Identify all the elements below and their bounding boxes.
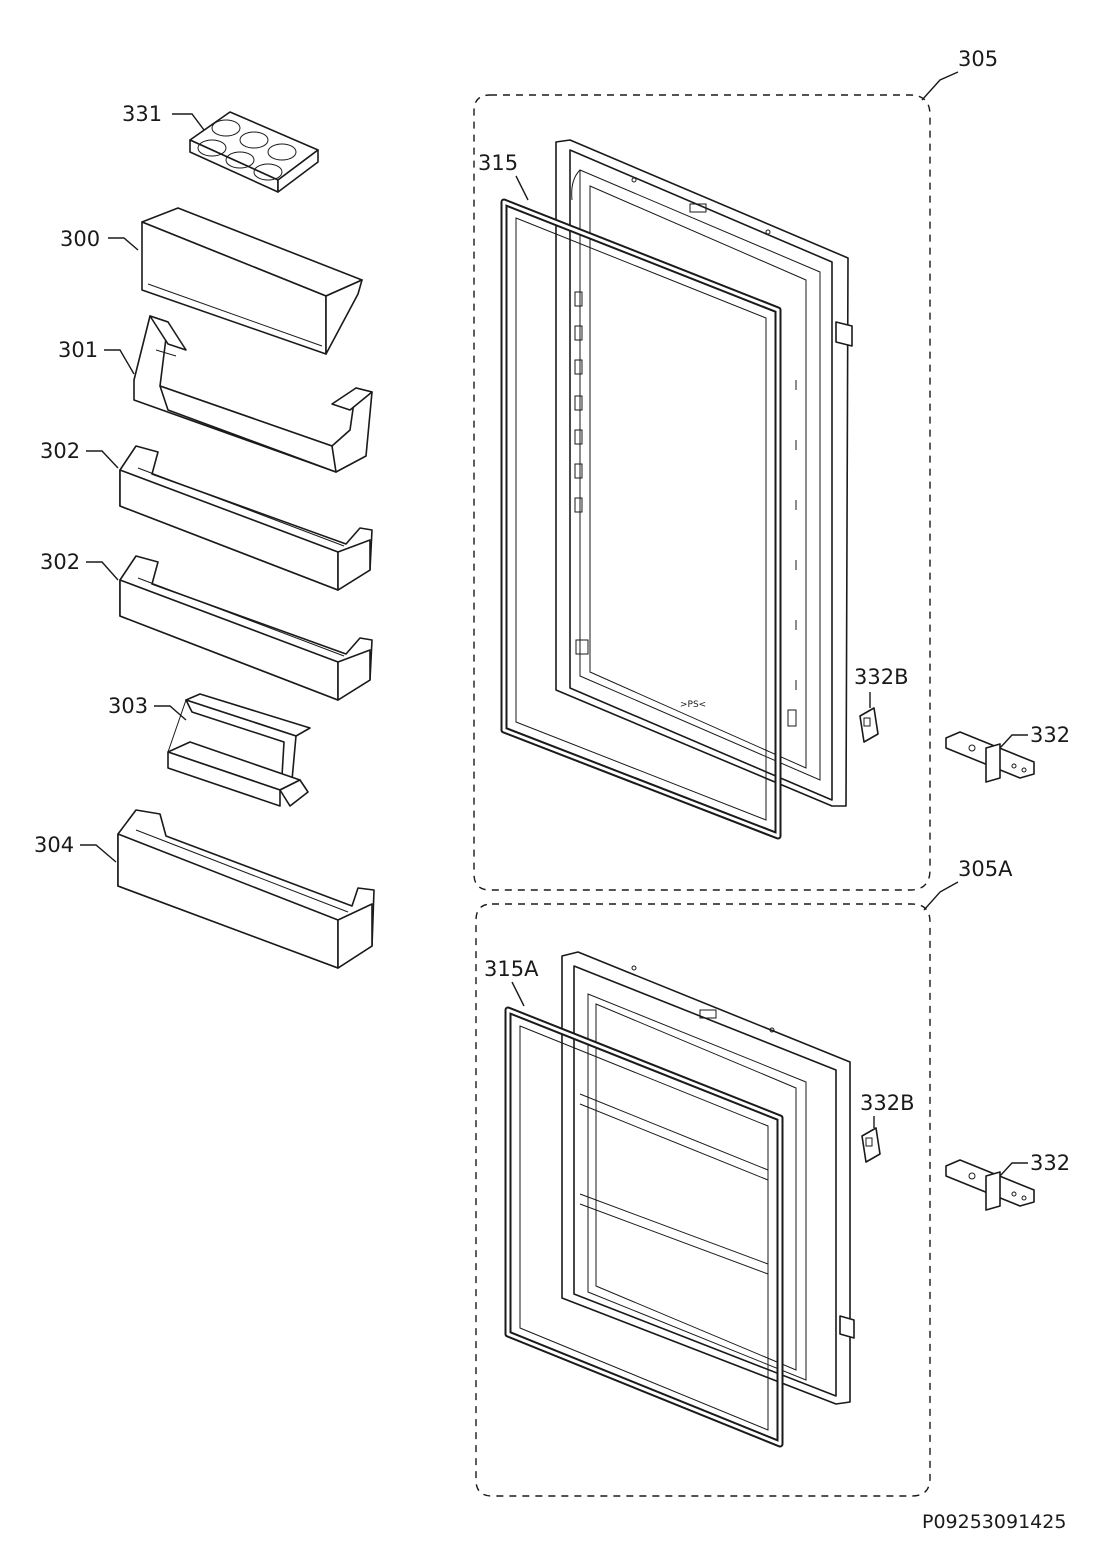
small-bin-part	[167, 693, 311, 807]
leader-331	[172, 113, 205, 131]
bottle-shelf-part	[117, 809, 375, 969]
leader-304	[80, 844, 117, 863]
label-300: 300	[60, 227, 100, 251]
group-outline-305	[473, 94, 931, 891]
upper-door-shelf-part	[133, 315, 373, 473]
leader-305	[921, 71, 959, 101]
label-305a: 305A	[958, 857, 1013, 881]
leader-315	[515, 175, 529, 201]
label-305: 305	[958, 47, 998, 71]
label-315: 315	[478, 151, 518, 175]
label-332b-lower: 332B	[860, 1091, 915, 1115]
label-315a: 315A	[484, 957, 539, 981]
leader-332-upper	[999, 734, 1028, 749]
label-332-lower: 332	[1030, 1151, 1070, 1175]
egg-tray-part	[189, 111, 319, 193]
door-shelf-part-1	[119, 445, 373, 591]
leader-302-b	[86, 561, 119, 581]
lower-door-panel-part	[561, 951, 855, 1405]
shelf-cover-part	[141, 207, 363, 355]
label-331: 331	[122, 102, 162, 126]
label-332-upper: 332	[1030, 723, 1070, 747]
leader-305a	[923, 881, 959, 911]
hinge-lower-part	[945, 1159, 1035, 1211]
label-304: 304	[34, 833, 74, 857]
leader-315a	[511, 981, 525, 1007]
label-332b-upper: 332B	[854, 665, 909, 689]
label-301: 301	[58, 338, 98, 362]
leader-332-lower	[999, 1162, 1028, 1177]
label-302-b: 302	[40, 550, 80, 574]
hinge-cover-upper-part	[859, 707, 879, 743]
leader-300	[108, 237, 139, 251]
leader-301	[104, 349, 135, 375]
hinge-cover-lower-part	[861, 1127, 881, 1163]
door-shelf-part-2	[119, 555, 373, 701]
door-marking-upper: >PS<	[680, 700, 706, 710]
leader-303	[154, 705, 187, 721]
upper-gasket-part	[500, 198, 782, 840]
lower-gasket-part	[504, 1006, 784, 1448]
leader-302-a	[86, 450, 119, 469]
drawing-code: P09253091425	[922, 1511, 1066, 1533]
label-303: 303	[108, 694, 148, 718]
label-302-a: 302	[40, 439, 80, 463]
hinge-upper-part	[945, 731, 1035, 783]
group-outline-305a	[475, 903, 931, 1497]
